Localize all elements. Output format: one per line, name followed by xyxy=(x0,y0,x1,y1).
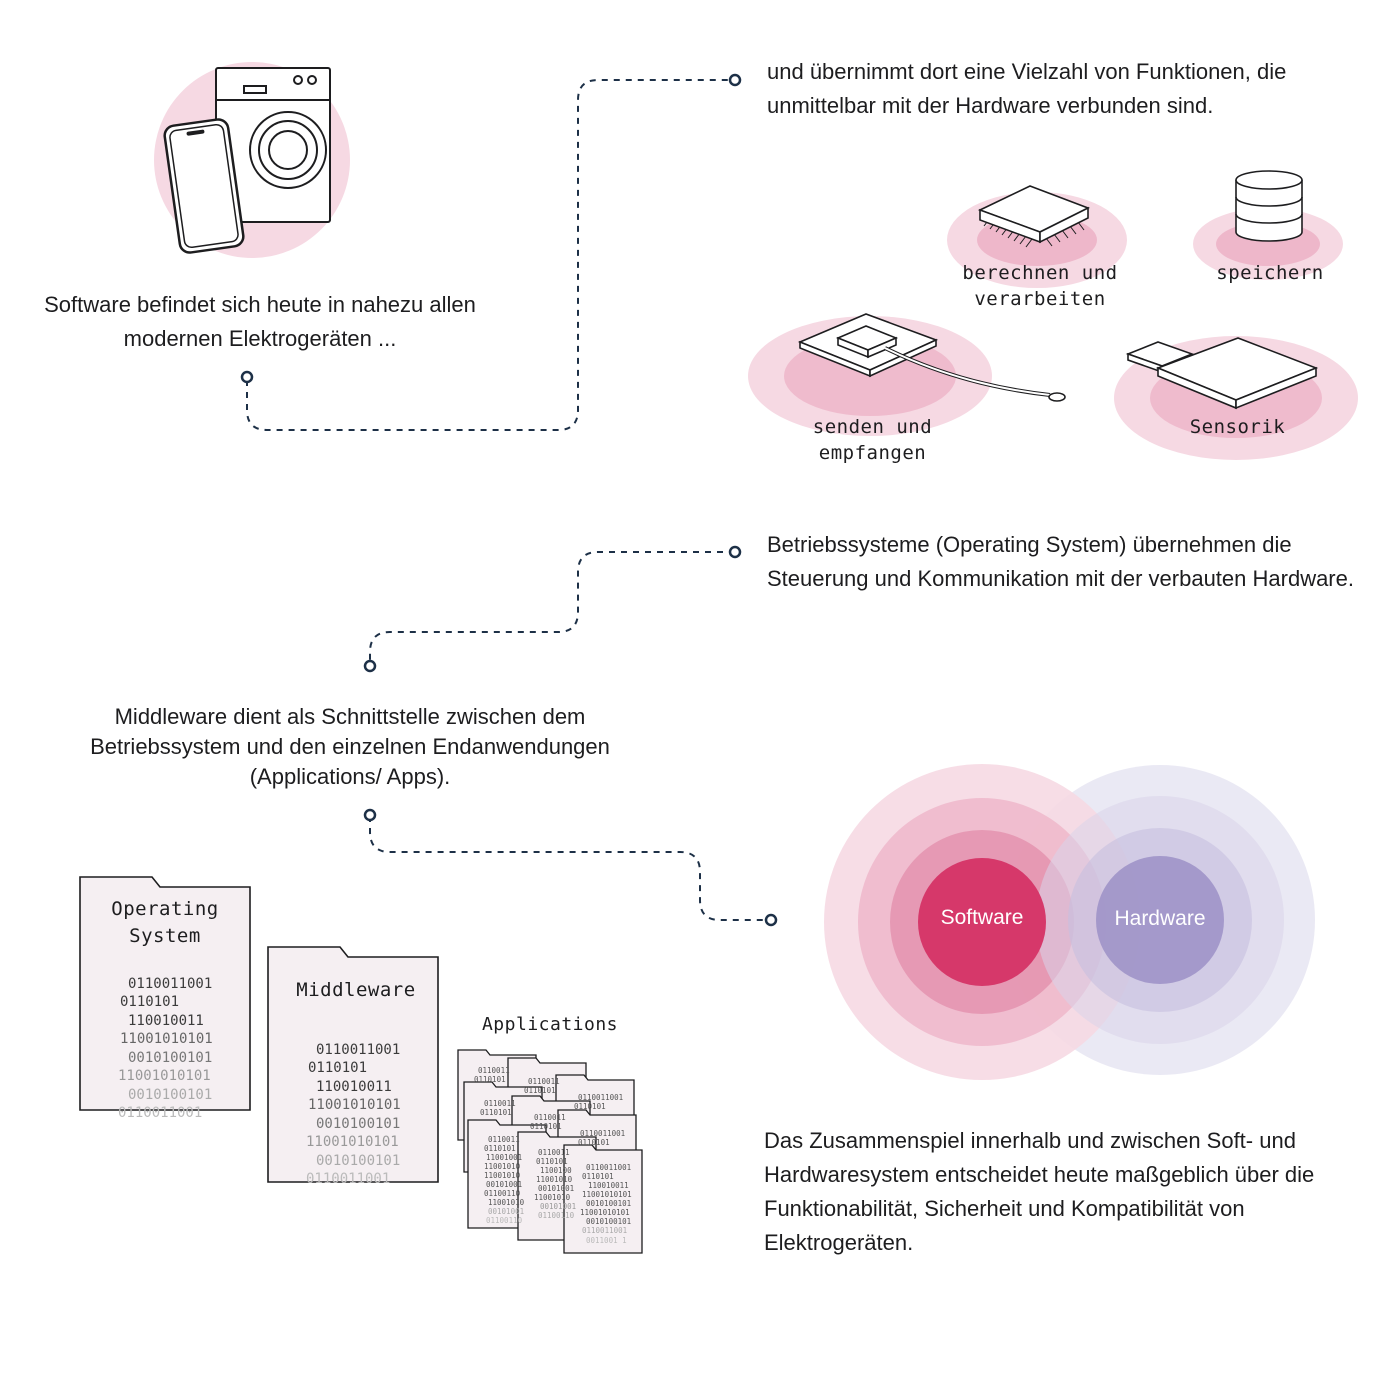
svg-text:0110101: 0110101 xyxy=(536,1157,568,1166)
intro-text: Software befindet sich heute in nahezu a… xyxy=(44,292,476,351)
venn-software-label: Software xyxy=(940,906,1024,929)
middleware-text: Middleware dient als Schnittstelle zwisc… xyxy=(90,704,610,789)
connector-dot xyxy=(728,73,742,87)
svg-text:11001010: 11001010 xyxy=(534,1193,571,1202)
svg-text:01100110: 01100110 xyxy=(538,1211,575,1220)
chip-icon xyxy=(977,185,1090,248)
svg-text:0110011: 0110011 xyxy=(488,1135,520,1144)
svg-text:0011001 1: 0011001 1 xyxy=(586,1236,627,1245)
doc-os-title: Operating System xyxy=(111,898,219,947)
doc-os-binary: 0110011001 0110101 110010011 11001010101… xyxy=(118,975,213,1122)
svg-text:0110011: 0110011 xyxy=(478,1066,510,1075)
svg-text:11001010: 11001010 xyxy=(536,1175,573,1184)
svg-text:0110011001: 0110011001 xyxy=(582,1226,627,1235)
functions-text: und übernimmt dort eine Vielzahl von Fun… xyxy=(767,59,1287,118)
interplay-text: Das Zusammenspiel innerhalb und zwischen… xyxy=(764,1128,1315,1255)
connector-dot xyxy=(363,808,377,822)
doc-mw-title: Middleware xyxy=(296,979,416,1001)
svg-text:11001010: 11001010 xyxy=(488,1198,525,1207)
svg-text:00101001: 00101001 xyxy=(488,1207,524,1216)
svg-text:11001010101: 11001010101 xyxy=(580,1208,630,1217)
svg-text:0010100101: 0010100101 xyxy=(586,1199,631,1208)
svg-text:0110101: 0110101 xyxy=(484,1144,516,1153)
label-store: speichern xyxy=(1216,262,1324,284)
svg-text:0110101: 0110101 xyxy=(474,1075,506,1084)
svg-text:00101001: 00101001 xyxy=(538,1184,574,1193)
smartphone-icon xyxy=(163,118,245,254)
svg-text:0110011001: 0110011001 xyxy=(580,1129,625,1138)
venn-hardware-label: Hardware xyxy=(1114,907,1206,930)
connector-dot xyxy=(728,545,742,559)
svg-text:0110101: 0110101 xyxy=(524,1086,556,1095)
svg-text:0110101: 0110101 xyxy=(582,1172,614,1181)
svg-text:00101001: 00101001 xyxy=(486,1180,522,1189)
connector-dot xyxy=(240,370,254,384)
svg-text:0110011001: 0110011001 xyxy=(578,1093,623,1102)
svg-text:11001010: 11001010 xyxy=(484,1162,521,1171)
label-sensor: Sensorik xyxy=(1189,416,1286,438)
svg-text:11001010101: 11001010101 xyxy=(582,1190,632,1199)
document-icon xyxy=(79,876,251,1111)
svg-text:110010011: 110010011 xyxy=(588,1181,629,1190)
antenna-board-icon xyxy=(797,313,1066,402)
svg-text:01100110: 01100110 xyxy=(484,1189,521,1198)
svg-text:0110011: 0110011 xyxy=(538,1148,570,1157)
svg-text:0110101: 0110101 xyxy=(530,1122,562,1131)
svg-text:11001010: 11001010 xyxy=(484,1171,521,1180)
label-compute: berechnen und verarbeiten xyxy=(962,262,1118,310)
database-icon xyxy=(1235,170,1303,242)
svg-text:0110011001: 0110011001 xyxy=(586,1163,631,1172)
svg-text:0110011: 0110011 xyxy=(528,1077,560,1086)
connector-dot xyxy=(363,659,377,673)
svg-text:1100100: 1100100 xyxy=(540,1166,572,1175)
svg-text:0110011: 0110011 xyxy=(484,1099,516,1108)
connector-dot xyxy=(764,913,778,927)
washing-machine-icon xyxy=(215,67,331,223)
svg-text:0110101: 0110101 xyxy=(574,1102,606,1111)
svg-text:01100110: 01100110 xyxy=(486,1216,523,1225)
svg-text:0110101: 0110101 xyxy=(578,1138,610,1147)
svg-text:11001001: 11001001 xyxy=(486,1153,522,1162)
svg-text:00101001: 00101001 xyxy=(540,1202,576,1211)
svg-text:0010100101: 0010100101 xyxy=(586,1217,631,1226)
doc-apps-title: Applications xyxy=(481,1014,619,1035)
connector-intro-functions xyxy=(246,79,735,431)
document-icon xyxy=(267,946,439,1183)
label-transmit: senden und empfangen xyxy=(812,416,933,464)
sensor-pad-icon xyxy=(1125,337,1319,410)
os-text: Betriebssysteme (Operating System) übern… xyxy=(767,532,1354,591)
doc-mw-binary: 0110011001 0110101 110010011 11001010101… xyxy=(306,1041,401,1188)
svg-text:0110101: 0110101 xyxy=(480,1108,512,1117)
svg-text:0110011: 0110011 xyxy=(534,1113,566,1122)
